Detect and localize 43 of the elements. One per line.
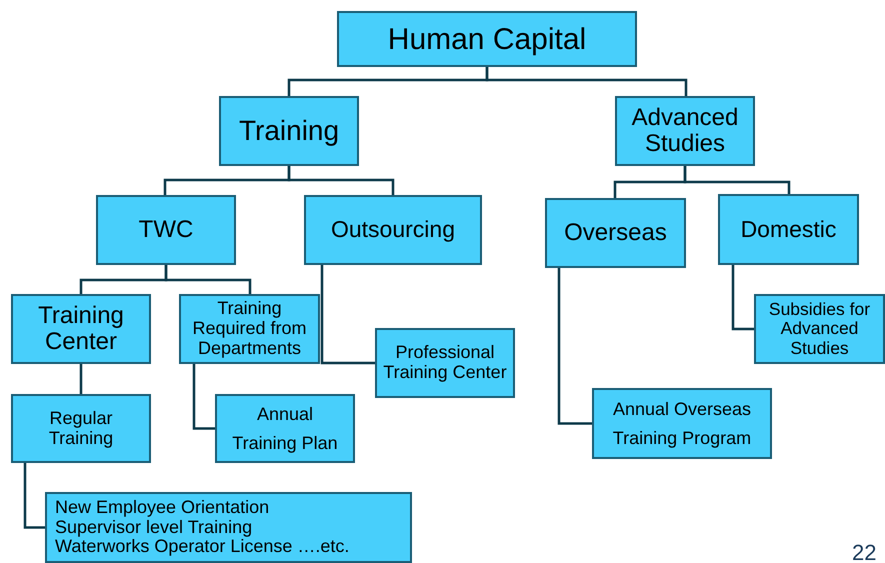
box-label: TWC (138, 216, 194, 244)
box-label: Human Capital (388, 22, 586, 56)
box-label: Advanced Studies (630, 104, 740, 158)
box-label: New Employee Orientation (55, 498, 270, 518)
connector-line (24, 463, 45, 529)
box-label: Supervisor level Training (55, 518, 252, 538)
box-label: Annual Training Plan (231, 402, 339, 455)
org-box (337, 11, 637, 67)
org-box (45, 492, 412, 563)
connector-line (732, 265, 754, 330)
box-label: Training (238, 116, 340, 146)
org-box (96, 195, 236, 265)
org-box (215, 394, 355, 463)
org-box (615, 96, 755, 166)
box-label: Overseas (564, 220, 667, 246)
box-label: Training Required from Departments (191, 299, 308, 359)
org-box (545, 198, 686, 268)
box-label: Subsidies for Advanced Studies (768, 300, 872, 358)
org-box (592, 388, 772, 459)
box-label: Outsourcing (330, 217, 455, 243)
org-box (11, 394, 151, 463)
box-label: Regular Training (48, 408, 114, 448)
org-box (718, 194, 859, 265)
box-label: Training Center (37, 302, 125, 356)
page-number: 22 (852, 540, 876, 563)
box-label: Annual Overseas Training Program (612, 398, 752, 450)
connector-line (486, 67, 688, 96)
org-box (11, 294, 151, 364)
connector-line (192, 364, 215, 430)
org-box (179, 294, 320, 364)
org-box (754, 294, 885, 364)
connector-line (320, 265, 375, 364)
org-box (219, 96, 359, 166)
connector-line (164, 265, 252, 294)
connector-line (558, 268, 592, 425)
org-box (375, 328, 515, 398)
box-label: Domestic (740, 216, 836, 242)
connector-line (288, 166, 394, 195)
box-label: Waterworks Operator License ….etc. (55, 537, 350, 558)
connector-line (684, 166, 790, 194)
connector-line (80, 364, 82, 394)
box-label: Professional Training Center (382, 343, 508, 383)
org-box (304, 195, 482, 265)
